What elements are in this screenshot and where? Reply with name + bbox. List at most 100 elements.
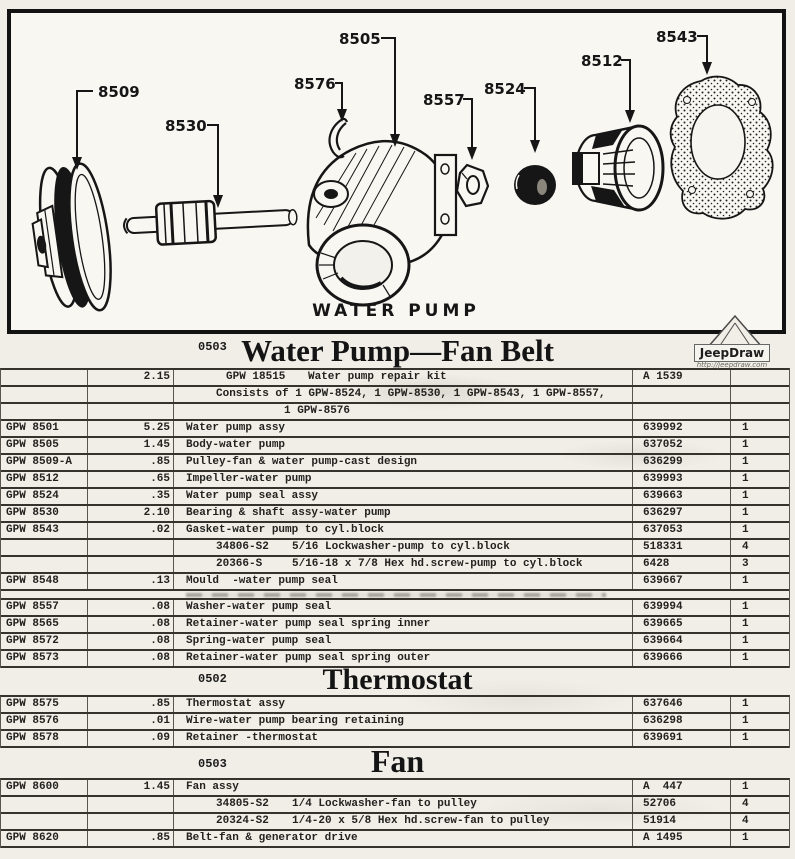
- cell-price: .65: [87, 472, 173, 487]
- cell-part-number: GPW 8557: [6, 601, 59, 613]
- cell-description: Retainer-water pump seal spring outer: [173, 651, 632, 666]
- cell-price: .02: [87, 523, 173, 538]
- pulley-drawing: [31, 162, 112, 312]
- seal-washer-drawing: [455, 163, 490, 208]
- impeller-drawing: [572, 124, 665, 212]
- part-label-8505: 8505: [339, 30, 400, 147]
- description-text: Water pump assy: [186, 422, 286, 434]
- cell-ford-number: A 1539: [632, 370, 730, 385]
- cell-description: 1 GPW-8576: [173, 404, 632, 419]
- part-label-8576: 8576: [294, 75, 347, 122]
- cell-ford-number: A 447: [632, 780, 730, 795]
- cell-description: Retainer -thermostat: [173, 731, 632, 746]
- cell-ford-number: 639994: [632, 600, 730, 615]
- cell-price: .85: [87, 697, 173, 712]
- description-text: 1 GPW-8576: [284, 405, 351, 417]
- cell-quantity: 1: [730, 489, 787, 504]
- cell-part-number: GPW 8512: [6, 473, 59, 485]
- part-label-text: 8509: [98, 83, 140, 101]
- cell-price: [87, 404, 173, 419]
- cell-quantity: 1: [730, 780, 787, 795]
- cell-ford-number: 637646: [632, 697, 730, 712]
- hardware-code: 34806-S2: [216, 541, 269, 553]
- cell-part-number: GPW 8501: [6, 422, 59, 434]
- cell-price: 1.45: [87, 780, 173, 795]
- hardware-code: 34805-S2: [216, 798, 269, 810]
- cell-price: [87, 387, 173, 402]
- retaining-wire-drawing: [328, 117, 349, 159]
- cell-part-number: GPW 8573: [6, 652, 59, 664]
- cell-price: 5.25: [87, 421, 173, 436]
- cell-quantity: 3: [730, 557, 787, 572]
- cell-description: Wire-water pump bearing retaining: [173, 714, 632, 729]
- cell-description: Fan assy: [173, 780, 632, 795]
- description-text: Pulley-fan & water pump-cast design: [186, 456, 418, 468]
- part-label-text: 8576: [294, 75, 336, 93]
- description-text: Water pump seal assy: [186, 490, 319, 502]
- cell-description: Pulley-fan & water pump-cast design: [173, 455, 632, 470]
- cell-quantity: 1: [730, 574, 787, 589]
- description-text: Washer-water pump seal: [186, 601, 332, 613]
- cell-part-number: [1, 404, 87, 419]
- cell-quantity: 1: [730, 651, 787, 666]
- jeepdraw-url: http://jeepdraw.com: [696, 361, 768, 369]
- description-text: Wire-water pump bearing retaining: [186, 715, 404, 727]
- cell-ford-number: 639663: [632, 489, 730, 504]
- cell-quantity: 1: [730, 472, 787, 487]
- section-title: Thermostat: [322, 663, 473, 696]
- cell-quantity: 1: [730, 523, 787, 538]
- section-title: Fan: [370, 743, 425, 779]
- description-text: Retainer-water pump seal spring outer: [186, 652, 431, 664]
- description-text: Retainer -thermostat: [186, 732, 319, 744]
- cell-ford-number: 639992: [632, 421, 730, 436]
- exploded-view-drawing: 8509 8530 8505 8576 8557: [31, 28, 774, 312]
- section-code: 0503: [198, 757, 227, 771]
- cell-part-number: GPW 8509-A: [6, 456, 73, 468]
- cell-quantity: 4: [730, 797, 787, 812]
- cell-part-number: GPW 8548: [6, 575, 59, 587]
- jeepdraw-logo: JeepDraw: [694, 344, 770, 362]
- cell-ford-number: 636297: [632, 506, 730, 521]
- part-label-8524: 8524: [484, 80, 540, 153]
- cell-part-number: GPW 8530: [6, 507, 59, 519]
- cell-price: 1.45: [87, 438, 173, 453]
- description-text: Spring-water pump seal: [186, 635, 332, 647]
- cell-description: Spring-water pump seal: [173, 634, 632, 649]
- part-label-text: 8524: [484, 80, 526, 98]
- cell-quantity: 1: [730, 697, 787, 712]
- table-row: 34806-S2 5/16 Lockwasher-pump to cyl.bloc…: [1, 540, 789, 557]
- cell-price: .01: [87, 714, 173, 729]
- cell-price: .08: [87, 617, 173, 632]
- part-label-text: 8557: [423, 91, 465, 109]
- hardware-code: GPW 18515: [226, 371, 286, 383]
- description-text: Bearing & shaft assy-water pump: [186, 507, 391, 519]
- cell-price: 2.15: [87, 370, 173, 385]
- section-title: Water Pump—Fan Belt: [241, 333, 554, 368]
- cell-ford-number: 6428: [632, 557, 730, 572]
- cell-quantity: 1: [730, 600, 787, 615]
- cell-part-number: GPW 8578: [6, 732, 59, 744]
- cell-quantity: 1: [730, 634, 787, 649]
- cell-part-number: GPW 8524: [6, 490, 59, 502]
- cell-ford-number: 518331: [632, 540, 730, 555]
- description-text: 5/16 Lockwasher-pump to cyl.block: [292, 541, 510, 553]
- table-row: Consists of 1 GPW-8524, 1 GPW-8530, 1 GP…: [1, 387, 789, 404]
- gasket-drawing: [669, 75, 774, 220]
- section-heading-thermostat: 0502 Thermostat: [0, 664, 795, 695]
- cell-quantity: 1: [730, 731, 787, 746]
